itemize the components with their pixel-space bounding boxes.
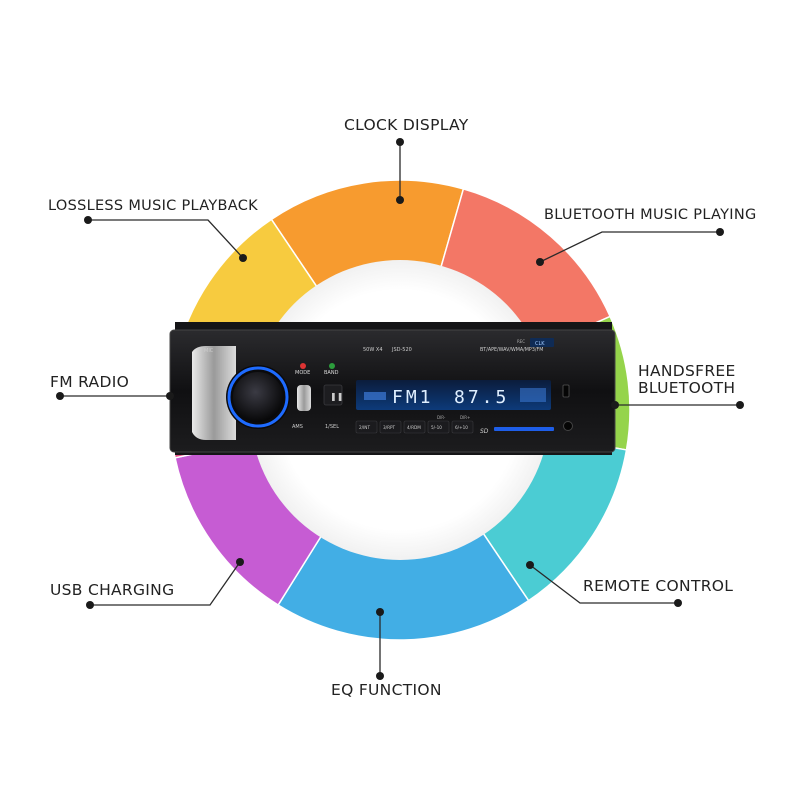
feature-fm-radio: FM RADIO [50,373,130,391]
dir-plus-label: DIR+ [460,415,470,420]
sd-card-slot[interactable] [494,427,554,431]
dir-minus-label: DIR- [437,415,446,420]
feature-clock-display: CLOCK DISPLAY [344,116,469,134]
chrome-accent [297,385,311,411]
callout-lossless-dot-1 [84,216,92,224]
left-chrome-trim [192,346,236,440]
callout-clock-dot-2 [396,196,404,204]
formats-label: BT/APE/WAV/WMA/MP3/FM [480,347,543,353]
car-stereo-device: MIC MODE BAND ❚❚ AMS 1/SEL 50W X4 JSD-52… [169,322,616,455]
feature-usb-charging: USB CHARGING [50,581,175,599]
feature-remote-control: REMOTE CONTROL [583,577,734,595]
clk-label: CLK [535,341,545,347]
callout-remote-dot-2 [526,561,534,569]
callout-eq-dot-1 [376,608,384,616]
callout-usb-dot-2 [236,558,244,566]
sel-label: 1/SEL [325,424,339,430]
preset-button-3[interactable] [379,420,402,434]
callout-bluetooth-dot-1 [716,228,724,236]
lcd-frequency: 87.5 [454,387,509,408]
feature-handsfree-bluetooth: HANDSFREE BLUETOOTH [638,362,736,397]
callout-handsfree-dot-1 [736,401,744,409]
preset-button-4[interactable] [403,420,426,434]
feature-lossless-music: LOSSLESS MUSIC PLAYBACK [48,198,258,214]
callout-handsfree-dot-2 [611,401,619,409]
preset-button-label: 3/RPT [383,425,396,430]
sd-label: SD [480,428,489,435]
preset-buttons: 2/INT 3/RPT 4/RDM 5/-10 6/+10 [355,420,474,434]
feature-eq-function: EQ FUNCTION [331,681,442,699]
clk-button[interactable] [530,338,554,347]
callout-clock-dot-1 [396,138,404,146]
play-pause-button[interactable] [323,384,343,406]
preset-button-6[interactable] [451,420,474,434]
mode-button[interactable]: MODE [295,363,310,376]
mode-label: MODE [295,370,310,376]
callout-fm-dot-1 [56,392,64,400]
preset-button-label: 5/-10 [431,425,442,430]
lcd-display [356,380,551,410]
preset-button-label: 4/RDM [407,425,421,430]
usb-port[interactable] [562,384,570,398]
feature-bluetooth-music: BLUETOOTH MUSIC PLAYING [544,207,757,223]
volume-knob[interactable] [233,372,283,422]
callout-usb [90,561,241,606]
model-label: JSD-520 [391,347,412,353]
lcd-band: FM1 [392,387,434,408]
aux-port[interactable] [563,421,573,431]
preset-button-label: 2/INT [359,425,370,430]
callout-bluetooth [539,231,720,263]
band-label: BAND [324,370,339,376]
callout-remote-dot-1 [674,599,682,607]
preset-button-5[interactable] [427,420,450,434]
band-button[interactable]: BAND [324,363,339,376]
callout-fm-dot-2 [166,392,174,400]
callout-usb-dot-1 [86,601,94,609]
callout-eq-dot-2 [376,672,384,680]
rec-label: REC [517,339,525,344]
volume-knob-ring [227,366,289,428]
play-pause-icon: ❚❚ [330,392,343,401]
mic-label: MIC [204,348,214,354]
power-label: 50W X4 [363,347,383,353]
callout-lossless-dot-2 [239,254,247,262]
callout-lossless [88,219,244,259]
preset-button-2[interactable] [355,420,378,434]
callout-remote [529,564,678,604]
preset-button-label: 6/+10 [455,425,468,430]
callout-lines [56,138,744,680]
ams-label: AMS [292,424,303,430]
callout-bluetooth-dot-2 [536,258,544,266]
